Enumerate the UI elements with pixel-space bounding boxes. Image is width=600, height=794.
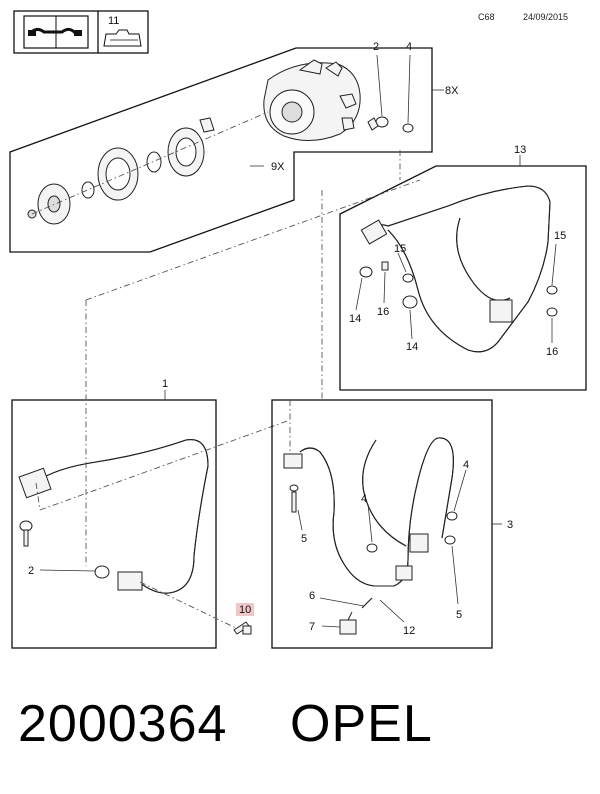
callout-14-left: 14 (349, 313, 361, 325)
callout-16-right: 16 (546, 346, 558, 358)
callout-1: 1 (162, 378, 168, 390)
callout-2-top: 2 (373, 41, 379, 53)
fluid-can-icon (103, 29, 142, 47)
callout-13: 13 (514, 144, 526, 156)
callout-10-highlight (236, 603, 254, 616)
callout-5-left: 5 (301, 533, 307, 545)
ref-number: 11 (108, 15, 119, 27)
brand-name: OPEL (290, 695, 433, 753)
part-number: 2000364 (18, 695, 228, 753)
callout-4-right: 4 (463, 459, 469, 471)
callout-15-right: 15 (554, 230, 566, 242)
box-3 (271, 150, 502, 649)
compressor (263, 59, 361, 141)
callout-14-mid: 14 (406, 341, 418, 353)
box-1 (11, 179, 421, 649)
header-box: 11 (13, 10, 149, 54)
callout-10: 10 (239, 604, 251, 616)
callout-4-mid: 4 (361, 493, 367, 505)
callout-2-bottom: 2 (28, 565, 34, 577)
box-13 (339, 155, 587, 391)
compressor-box (9, 47, 444, 253)
page-code: C68 (478, 12, 495, 22)
callout-15-left: 15 (394, 243, 406, 255)
callout-5-right: 5 (456, 609, 462, 621)
callout-12: 12 (403, 625, 415, 637)
callout-8x: 8X (445, 85, 459, 97)
bolt-10 (233, 621, 252, 635)
callout-9x: 9X (271, 161, 285, 173)
callout-6: 6 (309, 590, 315, 602)
pressure-sensor-7 (339, 611, 357, 635)
clutch-parts (27, 111, 269, 225)
callout-7: 7 (309, 621, 315, 633)
callout-3: 3 (507, 519, 513, 531)
callout-4-top: 4 (406, 41, 412, 53)
repair-manual-icon (23, 15, 89, 49)
callout-16-left: 16 (377, 306, 389, 318)
o-ring-4 (402, 123, 414, 133)
date-label: 24/09/2015 (523, 12, 568, 22)
